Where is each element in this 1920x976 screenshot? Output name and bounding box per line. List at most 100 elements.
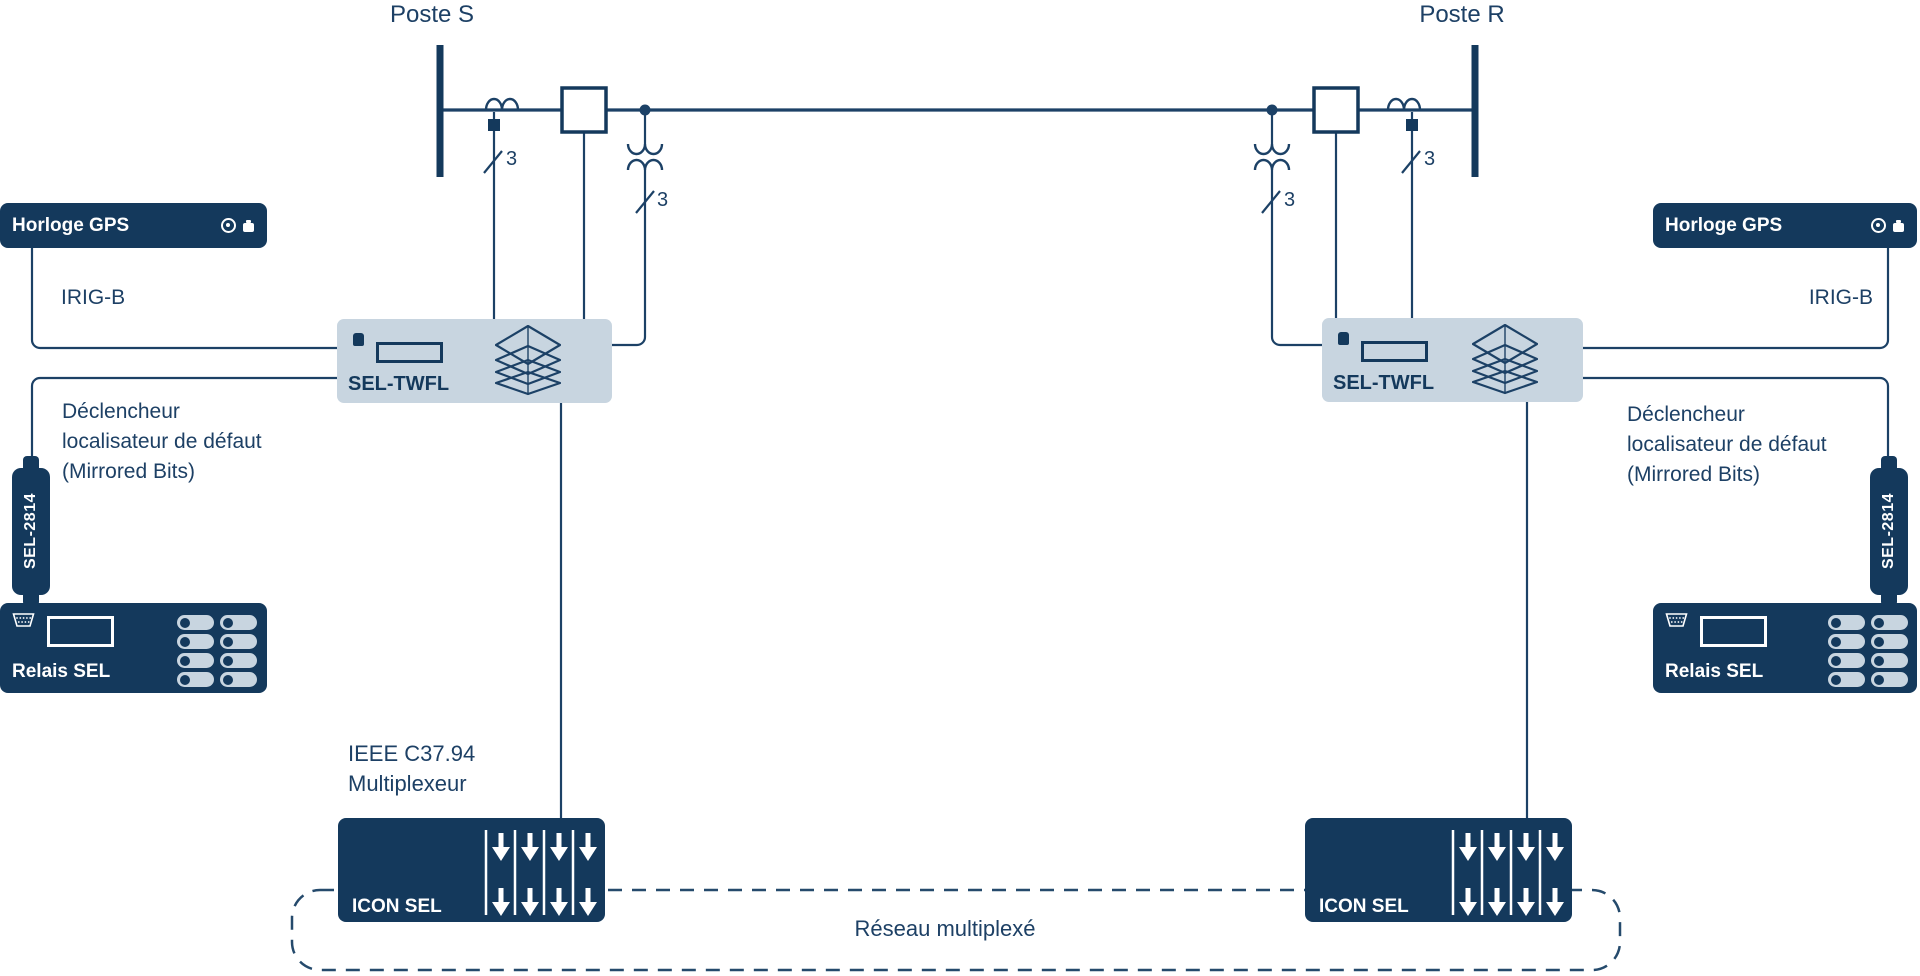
mux-device-right: ICON SEL bbox=[1305, 818, 1572, 922]
gps-clock-right: Horloge GPS bbox=[1653, 203, 1917, 248]
relay-port bbox=[220, 634, 257, 649]
relay-port bbox=[1871, 653, 1908, 668]
serial-port-icon bbox=[12, 613, 35, 627]
transceiver-label: SEL-2814 bbox=[22, 493, 39, 570]
network-label: Réseau multiplexé bbox=[854, 916, 1036, 941]
irig-line-right bbox=[1583, 248, 1890, 350]
phase-count-ct-right: 3 bbox=[1424, 148, 1436, 170]
irig-label-right: IRIG-B bbox=[1808, 286, 1873, 309]
mirrored-bits-line-right bbox=[1583, 376, 1890, 458]
phase-slash-ct-right bbox=[1401, 150, 1421, 174]
relay-port bbox=[1828, 672, 1865, 687]
irig-label-left: IRIG-B bbox=[61, 286, 126, 309]
vt-symbol-left bbox=[626, 143, 664, 171]
relay-port bbox=[1871, 615, 1908, 630]
fault-locator-caption-right: Déclencheur localisateur de défaut (Mirr… bbox=[1627, 400, 1827, 490]
layers-diamond-icon bbox=[495, 325, 561, 396]
irig-line-left bbox=[30, 248, 337, 350]
junction-dot-left bbox=[639, 104, 651, 116]
phase-count-vt-left: 3 bbox=[657, 189, 669, 211]
caption-line: localisateur de défaut bbox=[1627, 433, 1827, 456]
ct-symbol-left bbox=[484, 97, 520, 111]
phase-slash-vt-left bbox=[635, 190, 655, 214]
caption-line: (Mirrored Bits) bbox=[62, 460, 196, 483]
relay-label: Relais SEL bbox=[12, 661, 111, 682]
gps-clock-label: Horloge GPS bbox=[12, 214, 130, 236]
transceiver-top-tab bbox=[23, 456, 39, 470]
gps-clock-left: Horloge GPS bbox=[0, 203, 267, 248]
twfl-device-left: SEL-TWFL bbox=[337, 319, 612, 403]
twfl-label: SEL-TWFL bbox=[1333, 372, 1435, 394]
twfl-port-icon bbox=[353, 333, 364, 346]
relay-port bbox=[1828, 634, 1865, 649]
vt-lead-right bbox=[1270, 110, 1322, 347]
ct-tap-marker-left bbox=[488, 119, 500, 131]
mirrored-bits-line-left bbox=[30, 376, 337, 458]
ct-tap-marker-right bbox=[1406, 119, 1418, 131]
breaker-left bbox=[560, 86, 608, 134]
caption-line: localisateur de défaut bbox=[62, 430, 262, 453]
clock-signal-icon bbox=[1871, 218, 1886, 233]
relay-port bbox=[177, 615, 214, 630]
relay-port bbox=[177, 653, 214, 668]
transceiver-label: SEL-2814 bbox=[1880, 493, 1897, 570]
gps-antenna-icon bbox=[243, 219, 254, 232]
station-title-left: Poste S bbox=[389, 1, 475, 28]
caption-line: Déclencheur bbox=[1627, 403, 1745, 426]
caption-line: Multiplexeur bbox=[348, 771, 467, 796]
caption-line: Déclencheur bbox=[62, 400, 180, 423]
gps-antenna-icon bbox=[1893, 219, 1904, 232]
mux-channels-icon bbox=[484, 830, 597, 916]
mux-label: ICON SEL bbox=[1319, 896, 1409, 917]
relay-port bbox=[220, 615, 257, 630]
relay-port bbox=[177, 634, 214, 649]
phase-count-ct-left: 3 bbox=[506, 148, 518, 170]
mux-caption: IEEE C37.94 Multiplexeur bbox=[348, 739, 475, 799]
transceiver-bottom-tab bbox=[23, 593, 39, 606]
relay-port bbox=[220, 653, 257, 668]
relay-display bbox=[47, 616, 114, 647]
ct-symbol-right bbox=[1386, 97, 1422, 111]
relay-port bbox=[1871, 672, 1908, 687]
layers-diamond-icon bbox=[1472, 324, 1538, 395]
transceiver-right: SEL-2814 bbox=[1870, 468, 1908, 595]
relay-device-right: Relais SEL bbox=[1653, 603, 1917, 693]
relay-port bbox=[177, 672, 214, 687]
vt-lead-left bbox=[612, 110, 647, 347]
breaker-right bbox=[1312, 86, 1360, 134]
relay-port bbox=[1871, 634, 1908, 649]
twfl-label: SEL-TWFL bbox=[348, 373, 450, 395]
relay-display bbox=[1700, 616, 1767, 647]
relay-port-bank bbox=[177, 615, 257, 687]
fault-locator-caption-left: Déclencheur localisateur de défaut (Mirr… bbox=[62, 397, 262, 487]
junction-dot-right bbox=[1266, 104, 1278, 116]
transceiver-bottom-tab bbox=[1881, 593, 1897, 606]
transceiver-top-tab bbox=[1881, 456, 1897, 470]
twfl-display bbox=[376, 342, 443, 363]
relay-device-left: Relais SEL bbox=[0, 603, 267, 693]
relay-label: Relais SEL bbox=[1665, 661, 1764, 682]
caption-line: (Mirrored Bits) bbox=[1627, 463, 1761, 486]
relay-port bbox=[1828, 653, 1865, 668]
gps-clock-label: Horloge GPS bbox=[1665, 214, 1783, 236]
station-title-right: Poste R bbox=[1419, 1, 1505, 28]
mux-label: ICON SEL bbox=[352, 896, 442, 917]
twfl-device-right: SEL-TWFL bbox=[1322, 318, 1583, 402]
mux-channels-icon bbox=[1451, 830, 1564, 916]
relay-port-bank bbox=[1828, 615, 1908, 687]
relay-port bbox=[220, 672, 257, 687]
network-boundary bbox=[290, 888, 1622, 972]
relay-port bbox=[1828, 615, 1865, 630]
phase-count-vt-right: 3 bbox=[1284, 189, 1296, 211]
serial-port-icon bbox=[1665, 613, 1688, 627]
twfl-display bbox=[1361, 341, 1428, 362]
transceiver-left: SEL-2814 bbox=[12, 468, 50, 595]
twfl-port-icon bbox=[1338, 332, 1349, 345]
caption-line: IEEE C37.94 bbox=[348, 741, 476, 766]
phase-slash-ct-left bbox=[483, 150, 503, 174]
mux-device-left: ICON SEL bbox=[338, 818, 605, 922]
clock-signal-icon bbox=[221, 218, 236, 233]
vt-symbol-right bbox=[1253, 143, 1291, 171]
